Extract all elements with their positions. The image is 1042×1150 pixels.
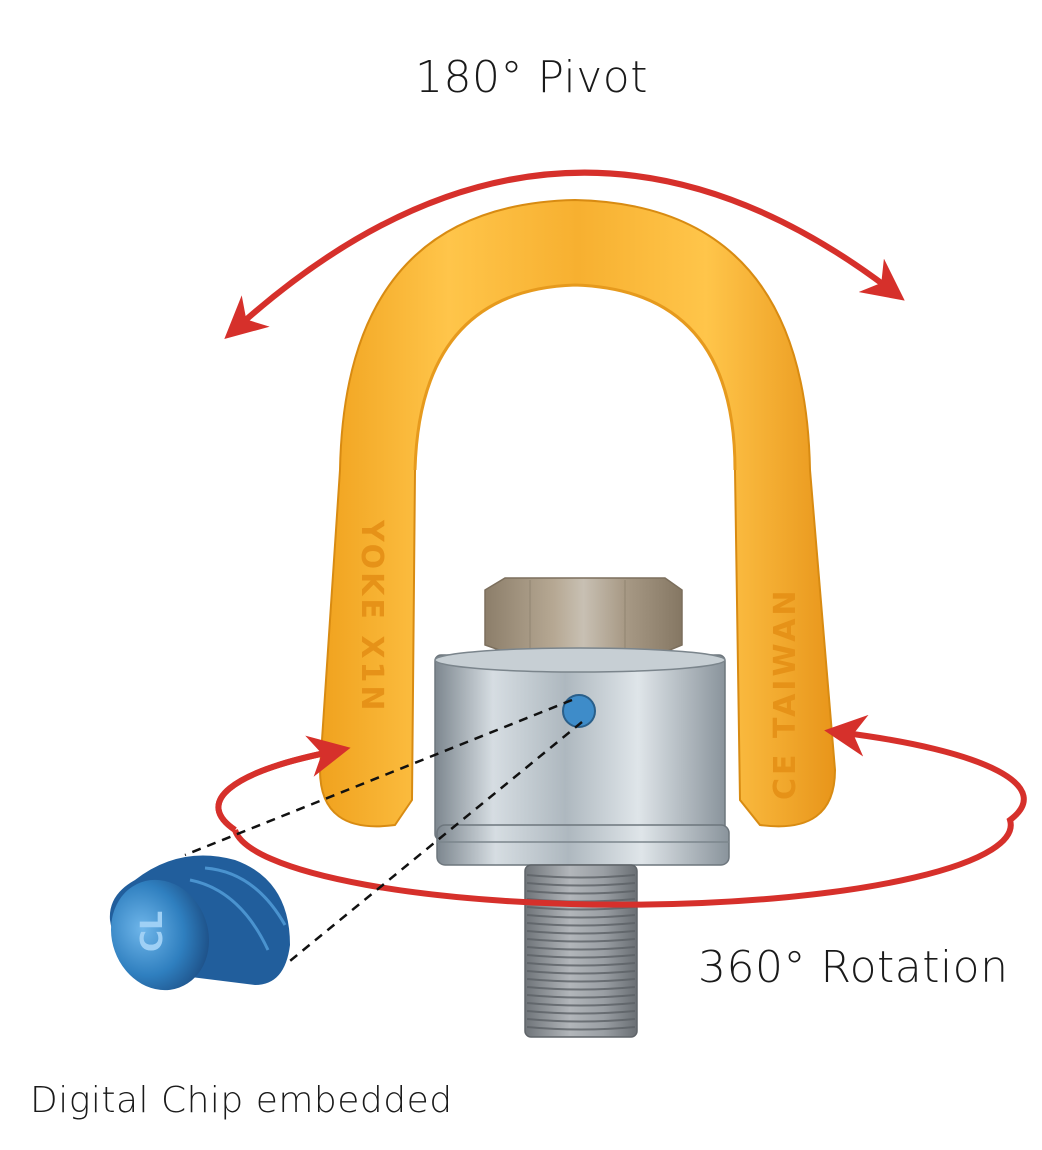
bolt-thread — [526, 994, 636, 999]
bolt-thread — [526, 946, 636, 951]
bolt-thread — [526, 978, 636, 983]
shackle: YOKE X1N CE TAIWAN — [318, 198, 837, 828]
pivot-arrow — [224, 169, 905, 339]
bolt-thread — [526, 938, 636, 943]
bolt-thread — [526, 930, 636, 935]
bolt-thread — [526, 970, 636, 975]
chip-label: Digital Chip embedded — [30, 1080, 453, 1121]
pivot-label: 180° Pivot — [415, 52, 648, 103]
bolt-thread — [526, 986, 636, 991]
bolt-thread — [526, 1018, 636, 1023]
chip-callout-lines — [184, 698, 583, 966]
rotation-arrow-left-head — [215, 735, 351, 833]
bolt-thread — [526, 1002, 636, 1007]
chip-logo-icon: CL — [135, 911, 170, 952]
bolt-thread — [526, 1010, 636, 1015]
chip-socket — [562, 694, 596, 728]
shackle-marking-right: CE TAIWAN — [768, 587, 803, 800]
bolt-thread — [526, 882, 636, 887]
bolt-thread — [526, 906, 636, 911]
bolt-thread — [526, 914, 636, 919]
bolt-thread — [526, 874, 636, 879]
bolt-thread — [526, 962, 636, 967]
bolt-thread — [526, 890, 636, 895]
shackle-marking-left: YOKE X1N — [354, 519, 389, 713]
bolt-thread — [526, 954, 636, 959]
rotation-label: 360° Rotation — [698, 942, 1009, 993]
bolt-thread — [526, 922, 636, 927]
rotation-arrow-front — [232, 714, 1027, 908]
swivel-body — [434, 647, 730, 866]
hex-nut — [484, 577, 683, 653]
bolt-thread — [526, 1026, 636, 1031]
threaded-bolt — [524, 864, 638, 1038]
digital-chip: CL — [109, 855, 291, 991]
